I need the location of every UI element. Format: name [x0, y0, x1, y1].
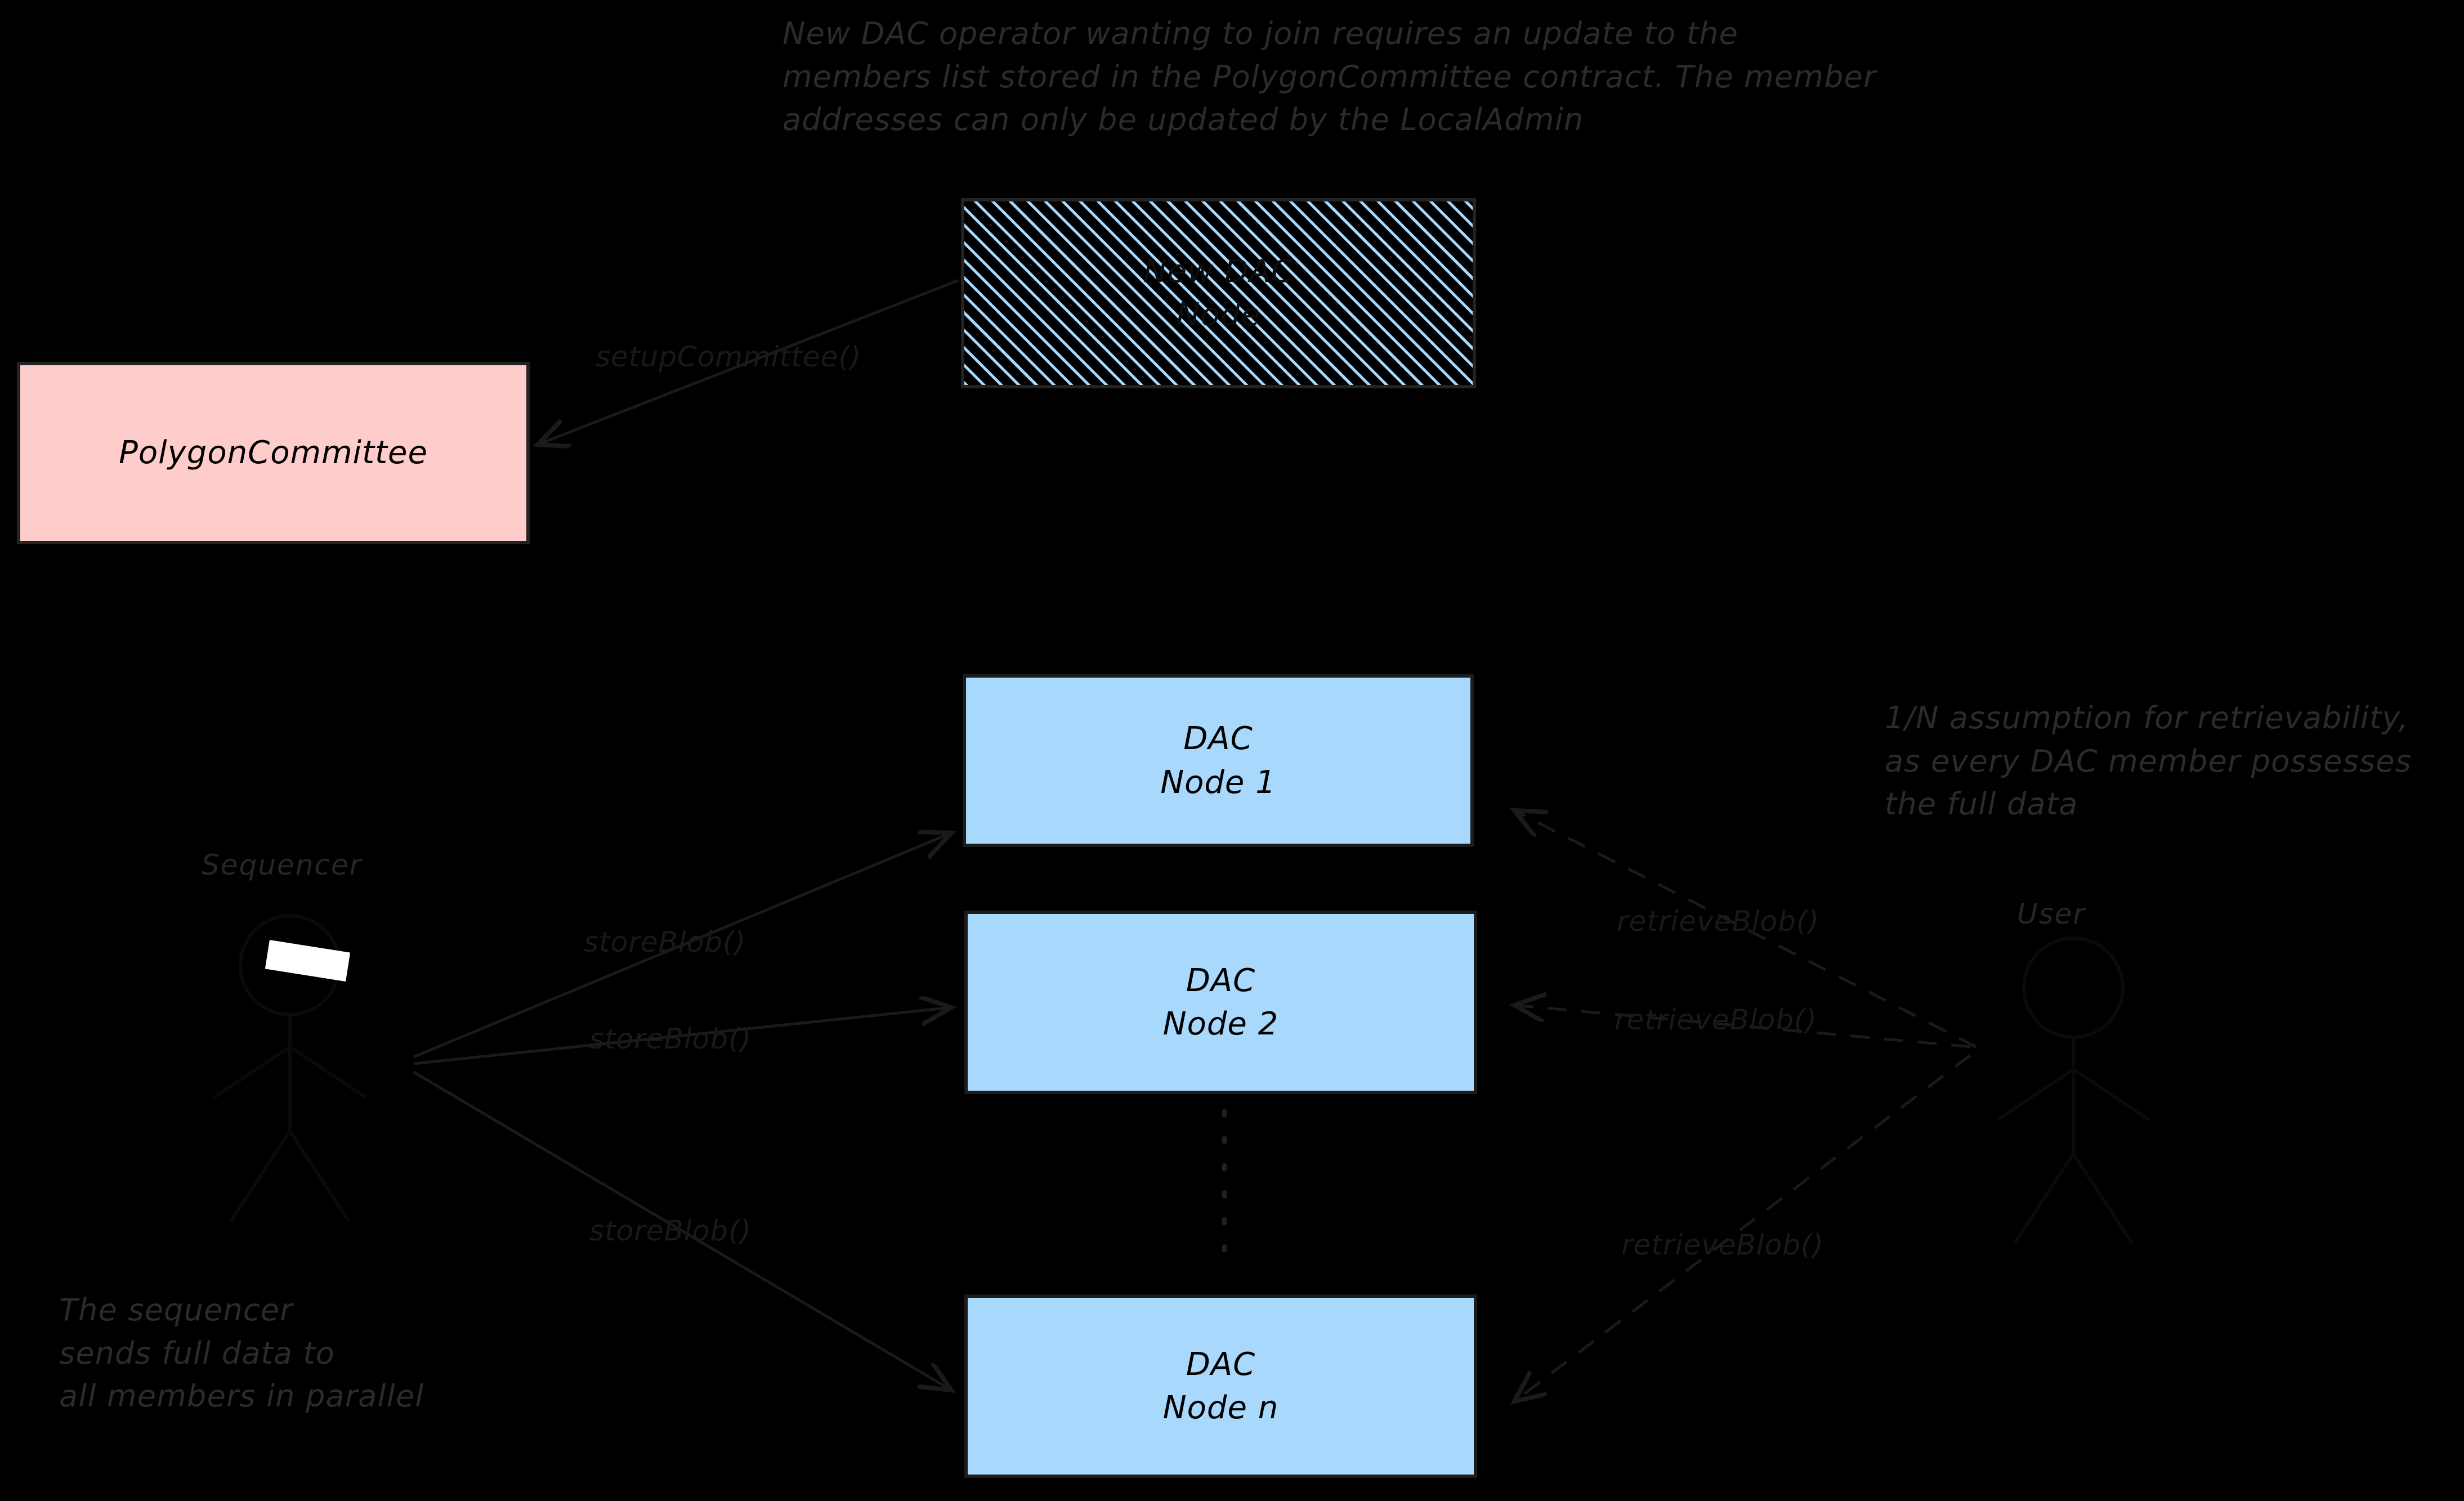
edge-label-store-blob-2: storeBlob() [589, 1023, 752, 1055]
box-dac-node-2-line2: Node 2 [1162, 1006, 1279, 1042]
box-dac-node-2-line1: DAC [1186, 962, 1256, 999]
actor-label-sequencer: Sequencer [202, 849, 363, 881]
box-polygon-committee[interactable]: PolygonCommittee [17, 362, 530, 544]
edge-label-retrieve-blob-1: retrieveBlob() [1617, 905, 1820, 938]
edge-label-store-blob-n: storeBlob() [589, 1215, 752, 1247]
box-dac-node-n-line2: Node n [1162, 1390, 1279, 1426]
box-new-dac-node[interactable]: New DAC Node [961, 198, 1476, 388]
note-retrievability: 1/N assumption for retrievability, as ev… [1885, 700, 2412, 822]
box-dac-node-1[interactable]: DAC Node 1 [963, 674, 1474, 847]
box-new-dac-node-line1: New DAC [1143, 253, 1294, 290]
edge-label-retrieve-blob-2: retrieveBlob() [1615, 1003, 1818, 1036]
box-polygon-committee-label: PolygonCommittee [119, 434, 428, 472]
edge-label-setup-committee: setupCommittee() [596, 340, 862, 373]
box-dac-node-2[interactable]: DAC Node 2 [964, 911, 1477, 1094]
highlight-marker [265, 939, 351, 982]
edge-label-store-blob-1: storeBlob() [584, 926, 746, 958]
note-sequencer-parallel: The sequencer sends full data to all mem… [59, 1292, 424, 1414]
box-dac-node-1-line1: DAC [1183, 720, 1253, 758]
box-dac-node-n[interactable]: DAC Node n [964, 1294, 1477, 1478]
box-dac-node-1-line2: Node 1 [1160, 764, 1276, 801]
edge-label-retrieve-blob-n: retrieveBlob() [1621, 1229, 1824, 1261]
box-new-dac-node-line2: Node [1176, 297, 1261, 333]
box-dac-node-n-line1: DAC [1186, 1346, 1256, 1383]
user-figure [1996, 937, 2150, 1245]
actor-label-user: User [2017, 898, 2086, 930]
note-committee-update: New DAC operator wanting to join require… [782, 16, 1877, 138]
